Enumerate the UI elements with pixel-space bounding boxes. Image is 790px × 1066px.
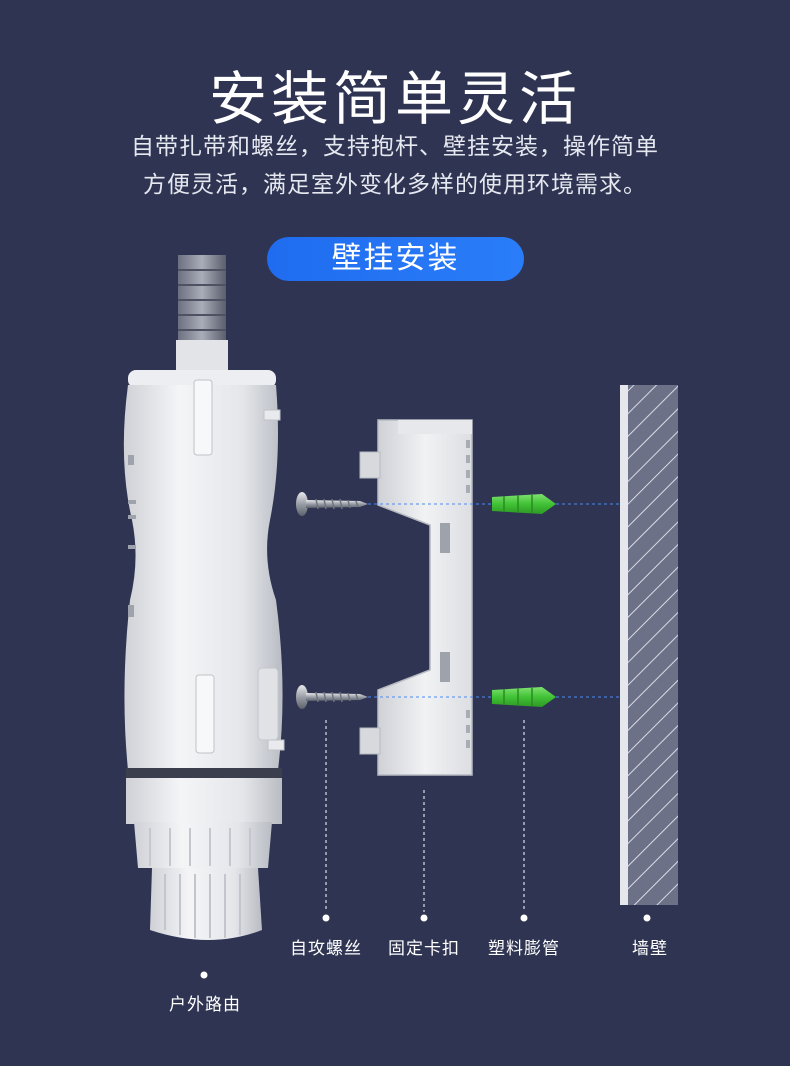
screw-top bbox=[296, 492, 368, 516]
label-anchor: 塑料膨管 bbox=[488, 939, 560, 959]
wall bbox=[620, 385, 678, 905]
anchor-top bbox=[492, 494, 556, 514]
page-title: 安装简单灵活 bbox=[208, 65, 581, 133]
label-screw: 自攻螺丝 bbox=[290, 939, 362, 959]
dot-screw bbox=[322, 914, 330, 922]
anchor-bottom bbox=[492, 687, 556, 707]
alignment-guides bbox=[368, 503, 620, 698]
description-line-2: 方便灵活，满足室外变化多样的使用环境需求。 bbox=[143, 172, 647, 198]
label-bracket: 固定卡扣 bbox=[388, 939, 460, 959]
screw-bottom bbox=[296, 685, 368, 709]
label-router: 户外路由 bbox=[169, 995, 241, 1015]
description-line-1: 自带扎带和螺丝，支持抱杆、壁挂安装，操作简单 bbox=[131, 134, 659, 160]
outdoor-router bbox=[123, 255, 285, 940]
description: 自带扎带和螺丝，支持抱杆、壁挂安装，操作简单 方便灵活，满足室外变化多样的使用环… bbox=[60, 128, 730, 204]
label-wall: 墙壁 bbox=[632, 939, 668, 959]
router-body bbox=[123, 385, 283, 770]
mounting-bracket bbox=[359, 419, 473, 776]
dot-anchor bbox=[520, 914, 528, 922]
dot-bracket bbox=[420, 914, 428, 922]
wall-mount-badge: 壁挂安装 bbox=[267, 237, 524, 281]
dot-wall bbox=[643, 914, 651, 922]
dot-router bbox=[200, 971, 208, 979]
callouts bbox=[325, 720, 525, 912]
